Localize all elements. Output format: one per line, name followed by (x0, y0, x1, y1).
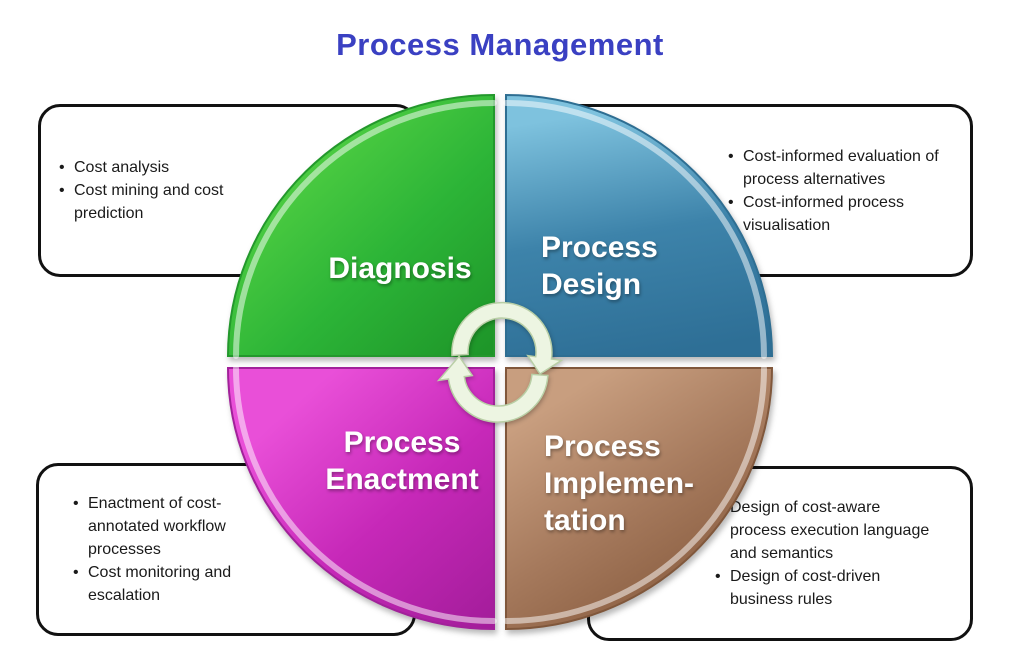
gloss-highlight (503, 365, 767, 624)
bullet-text: Design of cost-driven business rules (730, 568, 881, 608)
bullet-item: • Cost monitoring and escalation (73, 561, 413, 607)
quadrant-label-diagnosis: Diagnosis (290, 250, 510, 287)
cycle-arrow-bottom (436, 355, 549, 423)
quadrant-label-process-design: Process Design (541, 229, 658, 303)
quadrant-process-implementation-shape (505, 367, 774, 631)
quadrant-process-enactment-shape (226, 367, 495, 631)
bullet-marker: • (728, 193, 734, 211)
bullet-text: Cost monitoring and escalation (88, 564, 232, 604)
bullet-text: Cost-informed process visualisation (743, 193, 904, 234)
bullet-marker: • (73, 564, 79, 581)
bullet-text: Cost mining and cost prediction (74, 182, 224, 222)
gloss-highlight (233, 365, 497, 624)
cycle-arrow-top (451, 301, 564, 376)
label-line: Enactment (325, 463, 479, 496)
bullet-text: Cost analysis (74, 159, 170, 176)
label-line: Process (544, 430, 661, 463)
label-line: Process (343, 426, 461, 459)
bullet-marker: • (59, 182, 65, 199)
label-line: Design (541, 268, 642, 301)
bullet-marker: • (728, 147, 734, 165)
bullet-marker: • (715, 568, 721, 585)
quadrant-diagnosis-shape (226, 93, 495, 357)
quadrant-label-process-enactment: Process Enactment (282, 424, 522, 498)
label-line: tation (544, 504, 626, 537)
bullet-item: • Cost mining and cost prediction (59, 179, 415, 225)
bullet-text: Design of cost-aware process execution l… (730, 499, 930, 562)
quadrant-process-design-shape (505, 93, 774, 357)
quadrant-label-process-implementation: Process Implemen- tation (544, 428, 694, 539)
bullet-text: Cost-informed evaluation of process alte… (743, 147, 939, 188)
bullet-item: • Design of cost-driven business rules (715, 565, 970, 611)
bullet-marker: • (59, 159, 65, 176)
bullet-marker: • (73, 495, 79, 512)
bullet-item: • Cost analysis (59, 156, 415, 179)
label-line: Implemen- (544, 467, 695, 500)
gloss-highlight (233, 100, 497, 359)
gloss-highlight (503, 100, 767, 359)
bullet-item: • Cost-informed process visualisation (728, 191, 970, 237)
page-title: Process Management (336, 27, 664, 62)
label-line: Diagnosis (328, 252, 472, 285)
bullet-item: • Design of cost-aware process execution… (715, 496, 970, 565)
bullet-text: Enactment of cost-annotated workflow pro… (88, 495, 226, 558)
bullet-item: • Enactment of cost-annotated workflow p… (73, 492, 413, 561)
label-line: Process (541, 231, 658, 264)
bullet-item: • Cost-informed evaluation of process al… (728, 145, 970, 191)
